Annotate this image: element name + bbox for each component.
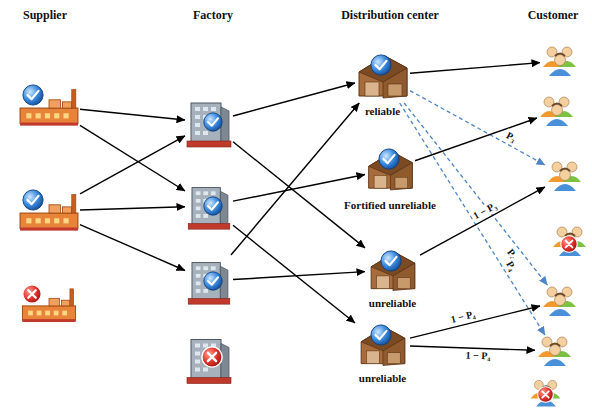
distribution-center: unreliable: [355, 320, 410, 370]
probability-label: 1 − P₃: [469, 198, 500, 222]
flow-arrow: [80, 125, 185, 191]
flow-arrow: [80, 136, 185, 194]
flow-arrow: [410, 306, 540, 338]
supplier-node: [18, 85, 80, 127]
customer-node: [540, 45, 580, 77]
flow-arrow: [80, 109, 185, 120]
column-heading: Distribution center: [341, 8, 439, 23]
factory-node: [185, 95, 233, 150]
factory-node: [185, 255, 233, 307]
column-heading: Supplier: [23, 8, 67, 23]
failed-customer-node: [528, 378, 564, 408]
flow-arrow: [233, 175, 365, 202]
customer-node: [540, 285, 580, 317]
factory-node: [185, 180, 233, 232]
distribution-center: Fortified unreliable: [365, 142, 415, 197]
dashed-arrow: [404, 103, 547, 285]
probability-label: 1 − P₄: [464, 350, 493, 363]
flow-arrow: [233, 83, 355, 116]
probability-label: P₃: [502, 129, 519, 146]
dashed-arrow: [400, 103, 545, 335]
column-heading: Customer: [528, 8, 579, 23]
distribution-center: unreliable: [365, 245, 420, 295]
customer-node: [537, 95, 577, 127]
flow-arrow: [231, 103, 359, 255]
flow-arrow: [420, 187, 545, 255]
probability-label: P₄: [503, 257, 520, 274]
flow-arrow: [415, 118, 537, 161]
failed-factory-node: [185, 330, 233, 388]
probability-label: 1 − P₄: [447, 308, 478, 327]
customer-node: [535, 335, 575, 367]
node-caption: Fortified unreliable: [344, 199, 436, 211]
node-caption: reliable: [365, 105, 400, 117]
column-heading: Factory: [193, 8, 233, 23]
distribution-center: reliable: [355, 48, 410, 103]
flow-arrow: [80, 225, 185, 271]
failed-supplier-node: [18, 285, 80, 323]
failed-customer-node: [550, 225, 590, 257]
supplier-node: [18, 190, 80, 232]
dashed-arrow: [410, 91, 545, 165]
flow-arrow: [233, 272, 365, 280]
flow-arrow: [80, 207, 185, 210]
flow-arrow: [233, 142, 365, 248]
node-caption: unreliable: [359, 372, 406, 384]
flow-arrow: [233, 225, 355, 323]
customer-node: [545, 160, 585, 192]
flow-arrow: [410, 63, 540, 74]
node-caption: unreliable: [369, 297, 416, 309]
